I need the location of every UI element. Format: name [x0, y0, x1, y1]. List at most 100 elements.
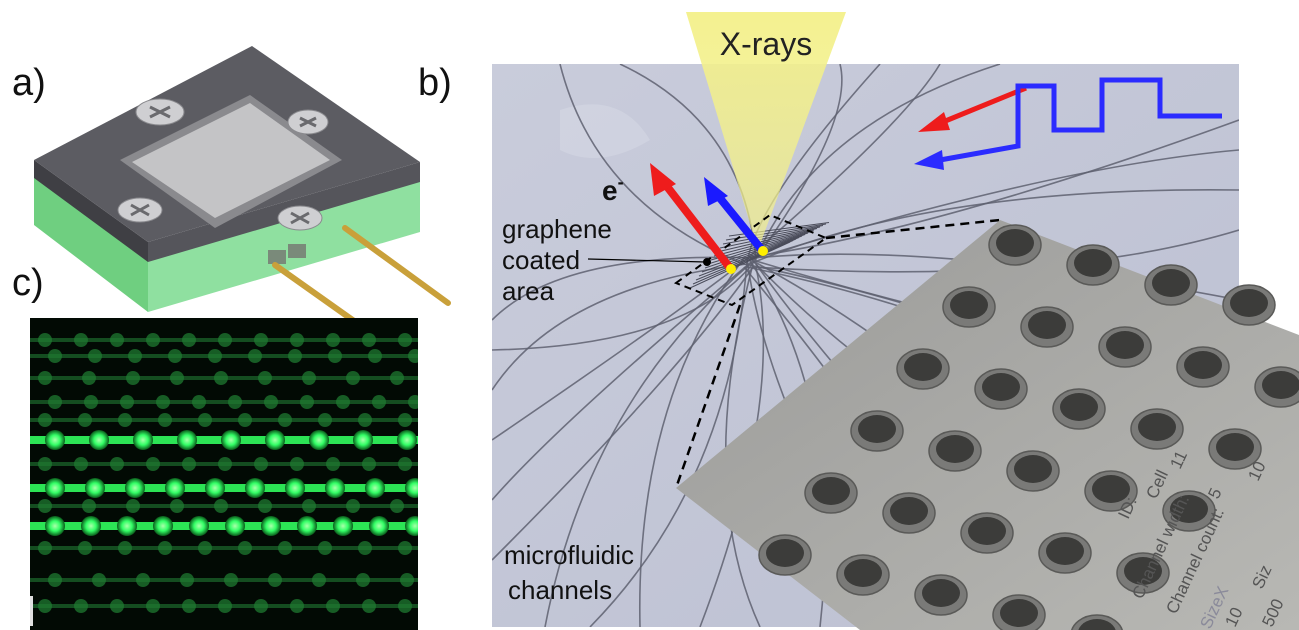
fluorescence-channel	[30, 354, 418, 358]
fluorescent-droplet	[297, 516, 317, 536]
fluorescent-droplet	[218, 457, 232, 471]
fluorescent-droplet	[177, 430, 197, 450]
fluorescent-droplet	[365, 478, 385, 498]
fluorescent-droplet	[136, 573, 150, 587]
sem-well	[882, 492, 936, 534]
fluorescence-channel	[30, 546, 418, 550]
fluorescent-droplet	[398, 333, 412, 347]
fluorescent-droplet	[218, 333, 232, 347]
fluorescent-droplet	[214, 499, 228, 513]
fluorescent-droplet	[168, 349, 182, 363]
microfluidic-channel	[755, 64, 1001, 259]
fluorescent-droplet	[405, 478, 418, 498]
fluorescent-droplet	[369, 516, 389, 536]
fluorescent-droplet	[346, 371, 360, 385]
sem-inset: ID: Cell 11 Channel width: 5 Channel cou…	[676, 220, 1299, 630]
graphene-area-outline	[673, 213, 829, 307]
fluorescent-droplet	[38, 371, 52, 385]
device-base-front	[34, 170, 148, 312]
sem-well	[1020, 306, 1074, 348]
microfluidic-channel	[749, 189, 1239, 265]
sem-well	[836, 554, 890, 596]
svg-text:area: area	[502, 276, 555, 306]
fluorescent-droplet	[170, 499, 184, 513]
sem-well	[960, 512, 1014, 554]
fluorescent-droplet	[408, 349, 418, 363]
fluorescent-droplet	[74, 457, 88, 471]
fluorescent-droplet	[265, 430, 285, 450]
blue-arrowhead-icon	[914, 150, 944, 170]
sem-well	[1144, 264, 1198, 306]
microfluidic-channel	[559, 64, 745, 265]
fluorescent-droplet	[110, 333, 124, 347]
fluorescent-droplet	[245, 478, 265, 498]
blue-pulse-signal	[939, 77, 1222, 163]
sem-well	[758, 534, 812, 576]
red-arrowhead-icon	[918, 112, 950, 132]
fluorescent-droplet	[336, 395, 350, 409]
blue-electron-arrowhead-icon	[704, 177, 728, 206]
sem-well	[1006, 450, 1060, 492]
microfluidic-label: microfluidic channels	[504, 540, 634, 605]
fluorescent-droplet	[125, 478, 145, 498]
svg-text:microfluidic: microfluidic	[504, 540, 634, 570]
fluorescent-droplet	[290, 457, 304, 471]
xray-beam	[686, 12, 846, 250]
graphene-pointer-dot	[703, 258, 711, 266]
fluorescent-droplet	[170, 371, 184, 385]
fluorescent-droplet	[238, 541, 252, 555]
microfluidic-channel	[492, 257, 757, 501]
fluorescent-droplet	[38, 541, 52, 555]
fluorescent-droplet	[153, 516, 173, 536]
sem-well	[1066, 244, 1120, 286]
fluorescent-droplet	[205, 478, 225, 498]
fluorescent-droplet	[302, 499, 316, 513]
fluorescent-droplet	[118, 541, 132, 555]
fluorescent-droplet	[198, 413, 212, 427]
fluorescent-droplet	[110, 457, 124, 471]
fluorescent-droplet	[254, 457, 268, 471]
fluorescent-droplet	[165, 478, 185, 498]
sem-well	[1038, 532, 1092, 574]
fluorescent-droplet	[390, 499, 404, 513]
fluorescent-droplet	[78, 413, 92, 427]
fluorescent-droplet	[74, 599, 88, 613]
device-illustration	[34, 46, 451, 341]
sem-well	[988, 224, 1042, 266]
electron-arrows	[650, 163, 768, 274]
fluorescent-droplet	[358, 541, 372, 555]
fluorescent-droplet	[45, 478, 65, 498]
fluorescent-droplet	[268, 573, 282, 587]
device-top-front	[34, 160, 148, 262]
fluorescence-channel	[30, 522, 418, 530]
fluorescent-droplet	[198, 541, 212, 555]
sem-well	[850, 410, 904, 452]
microfluidic-channel	[719, 226, 821, 249]
fluorescent-droplet	[254, 333, 268, 347]
fluorescent-droplet	[362, 457, 376, 471]
fluorescence-channel	[30, 418, 418, 422]
svg-text:graphene: graphene	[502, 214, 612, 244]
fluorescent-droplet	[88, 349, 102, 363]
gold-wire	[342, 225, 451, 306]
fluorescent-droplet	[254, 599, 268, 613]
microfluidic-channel	[492, 263, 748, 391]
microfluidic-channel	[492, 260, 745, 441]
fluorescent-droplet	[325, 478, 345, 498]
fluorescent-droplet	[356, 573, 370, 587]
microfluidic-channel	[746, 64, 881, 265]
fluorescence-channel	[30, 400, 418, 404]
microfluidic-channel	[725, 223, 827, 241]
fluorescent-droplet	[346, 499, 360, 513]
fluorescent-droplet	[238, 413, 252, 427]
fluorescent-droplet	[158, 541, 172, 555]
scale-bar	[30, 596, 33, 626]
fluorescent-droplet	[84, 395, 98, 409]
microfluidic-channel	[638, 257, 745, 627]
zoom-line	[674, 304, 742, 489]
fluorescent-droplet	[264, 395, 278, 409]
fluorescent-droplet	[290, 599, 304, 613]
fluorescent-droplet	[117, 516, 137, 536]
panel-label-a: a)	[12, 62, 46, 104]
